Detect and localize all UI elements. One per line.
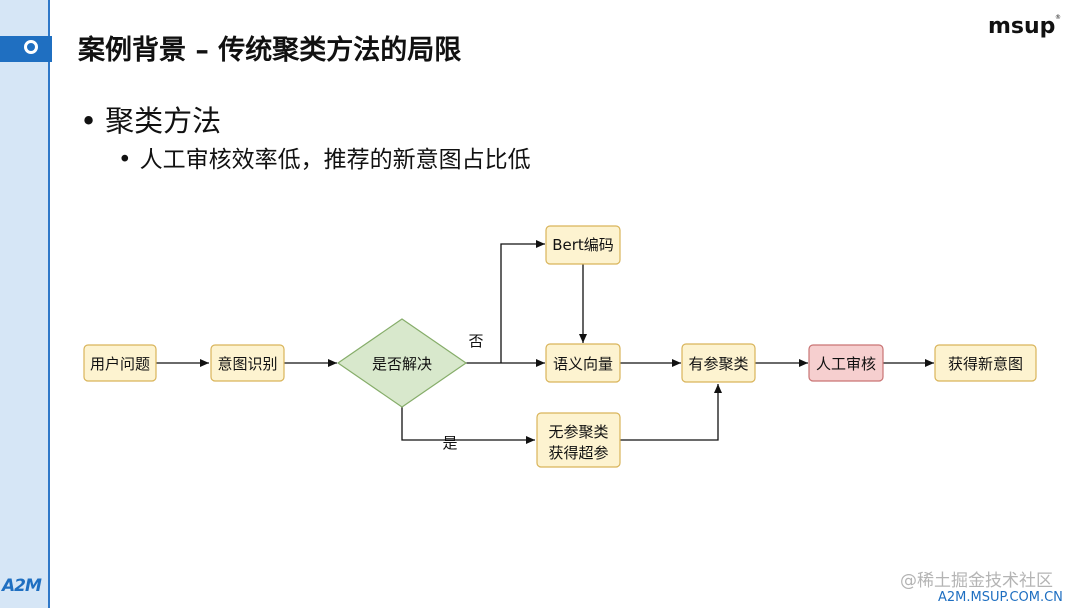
msup-logo: msup (988, 14, 1056, 39)
edge-label-yes: 是 (442, 434, 457, 452)
node-user-question-label: 用户问题 (90, 355, 150, 373)
node-semantic-vector: 语义向量 (545, 343, 621, 383)
brand-logo: A2M (2, 576, 42, 596)
node-new-intent-label: 获得新意图 (948, 355, 1023, 373)
node-param-clustering-label: 有参聚类 (688, 355, 748, 373)
node-nonparam-clustering: 无参聚类 获得超参 (536, 412, 621, 468)
node-nonparam-line2: 获得超参 (548, 444, 608, 462)
edge-yes-to-nonparam (401, 407, 535, 444)
node-intent-recognition: 意图识别 (210, 344, 285, 382)
node-bert-encoding: Bert编码 (545, 225, 621, 265)
bullet-dot-icon: • (80, 104, 98, 138)
bullet-dot-icon: • (118, 147, 132, 173)
node-resolved-decision-label: 是否解决 (372, 355, 432, 373)
node-new-intent: 获得新意图 (934, 344, 1037, 382)
node-param-clustering: 有参聚类 (681, 343, 756, 383)
bullet-main: •聚类方法 (80, 98, 221, 140)
diagram-edges (156, 240, 934, 444)
registered-mark: ® (1055, 14, 1061, 21)
node-manual-review-label: 人工审核 (816, 355, 876, 373)
slide-title: 案例背景 – 传统聚类方法的局限 (78, 35, 462, 66)
edge-label-no: 否 (468, 332, 483, 350)
bullet-main-text: 聚类方法 (105, 104, 222, 138)
edge-no-to-bert (500, 240, 545, 363)
node-nonparam-line1: 无参聚类 (548, 423, 608, 441)
edge-nonparam-to-clustering (620, 384, 722, 441)
bullet-sub: • 人工审核效率低，推荐的新意图占比低 (118, 140, 531, 174)
node-user-question: 用户问题 (83, 344, 157, 382)
node-bert-encoding-label: Bert编码 (552, 236, 614, 254)
node-intent-recognition-label: 意图识别 (217, 355, 277, 373)
footer-url: A2M.MSUP.COM.CN (938, 590, 1063, 605)
node-resolved-decision: 是否解决 (336, 318, 468, 408)
left-sidebar (0, 0, 50, 608)
node-manual-review: 人工审核 (808, 344, 884, 382)
bullet-sub-text: 人工审核效率低，推荐的新意图占比低 (139, 147, 531, 173)
circle-icon (24, 40, 38, 54)
watermark: @稀土掘金技术社区 (900, 571, 1053, 591)
node-semantic-vector-label: 语义向量 (553, 355, 613, 373)
